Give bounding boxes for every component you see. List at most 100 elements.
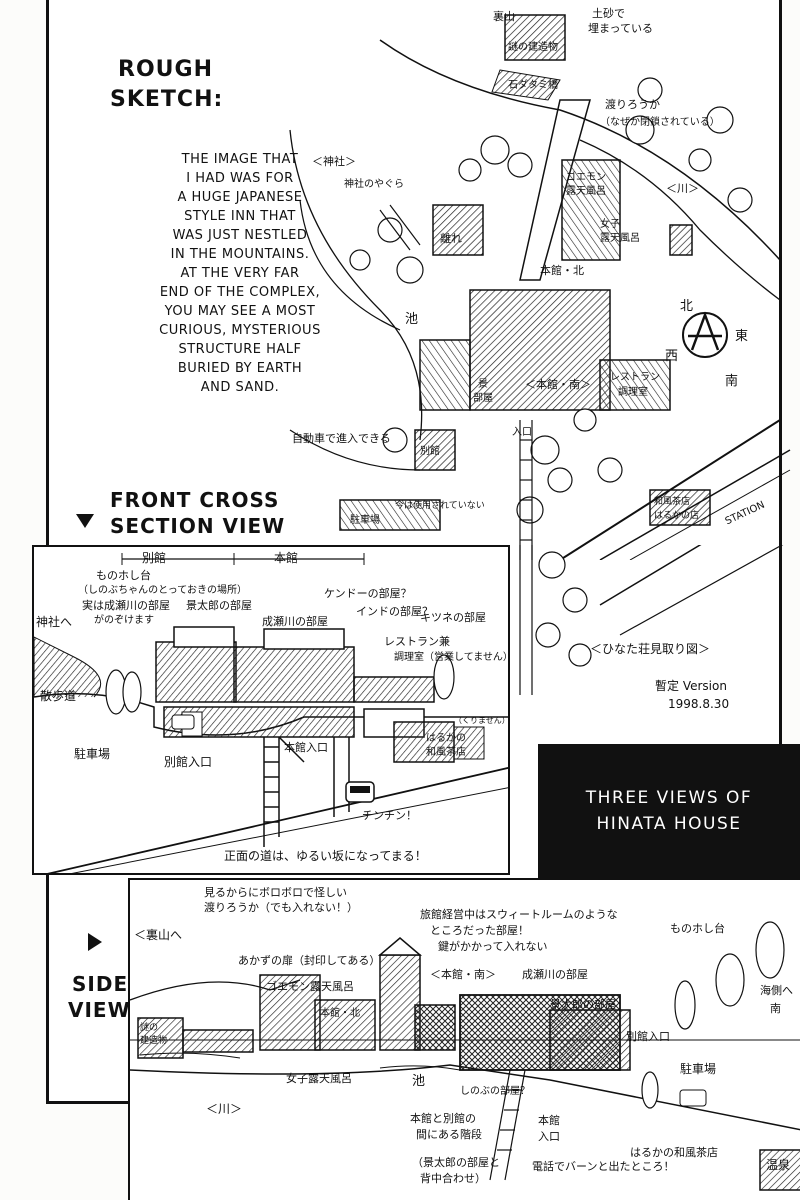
front-label-naru-room-2: がのぞけます: [94, 615, 154, 626]
side-label-suite-note-3: 鍵がかかって入れない: [438, 940, 548, 953]
map-label-goemon-1: ゴエモン: [566, 172, 606, 183]
side-label-main-entrance-2: 入口: [538, 1130, 560, 1143]
side-label-keitaro-room: 景太郎の部屋: [550, 998, 616, 1011]
map-label-pond: 池: [405, 312, 419, 327]
front-label-main-entrance: 本館入口: [284, 741, 328, 754]
side-label-sealed-door: あかずの扉（封印してある）: [238, 954, 381, 967]
map-label-betsukan: 別館: [420, 446, 440, 457]
front-label-naru-room-1: 実は成瀬川の部屋: [82, 599, 170, 612]
side-label-keitaro-note-2: 背中合わせ）: [420, 1172, 486, 1185]
description-line: I HAD WAS FOR: [186, 171, 294, 186]
triangle-right-icon: [88, 933, 102, 951]
rough-sketch-map: [289, 14, 791, 560]
side-label-women-bath: 女子露天風呂: [286, 1072, 352, 1085]
description-line: CURIOUS, MYSTERIOUS: [159, 323, 321, 338]
map-label-room-2: 部屋: [473, 393, 493, 404]
description-line: STRUCTURE HALF: [178, 342, 302, 357]
side-label-suite-note-1: 旅館経営中はスウィートルームのような: [420, 908, 618, 921]
map-label-restaurant-1: レストラン: [610, 372, 660, 383]
heading-rough-2: SKETCH:: [110, 87, 224, 112]
map-label-parking: 駐車場: [350, 515, 380, 526]
map-label-women-bath-1: 女子: [600, 219, 620, 230]
side-label-to-urayama: ＜裏山へ: [134, 928, 183, 942]
side-label-river: ＜川＞: [206, 1102, 243, 1116]
side-label-keitaro-note-1: （景太郎の部屋と: [412, 1156, 500, 1169]
map-label-suspension-bridge: 渡りろうか: [605, 98, 660, 111]
description-text: THE IMAGE THAT I HAD WAS FOR A HUGE JAPA…: [140, 150, 340, 397]
description-line: A HUGE JAPANESE: [177, 190, 303, 205]
front-section-art: [34, 553, 508, 873]
map-label-buried-note-1: 土砂で: [592, 7, 625, 20]
front-label-restaurant-2: 調理室（営業してません）: [394, 652, 510, 663]
side-label-annex-entrance: 別館入口: [626, 1030, 670, 1043]
side-label-parking: 駐車場: [680, 1062, 717, 1076]
front-label-annex-entrance: 別館入口: [164, 755, 213, 769]
front-label-walkway: 散歩道: [40, 689, 77, 703]
front-label-parking: 駐車場: [74, 747, 111, 761]
side-label-stairs-note-1: 本館と別館の: [410, 1112, 476, 1125]
map-label-bridge-note: （なぜか閉鎖されている）: [600, 117, 720, 128]
compass-north: 北: [680, 299, 694, 314]
side-label-bridge-note-1: 見るからにボロボロで怪しい: [204, 886, 347, 899]
front-label-tram: チンチン！: [362, 809, 417, 822]
front-label-betsukan: 別館: [142, 551, 167, 565]
side-label-mystery-1: 謎の: [140, 1023, 159, 1033]
side-label-naru-room: 成瀬川の部屋: [522, 968, 588, 981]
side-label-phone-note: 電話でバーンと出たところ！: [532, 1160, 675, 1173]
description-line: AND SAND.: [200, 380, 280, 395]
side-label-main-entrance-1: 本館: [538, 1114, 560, 1127]
description-line: AT THE VERY FAR: [180, 266, 300, 281]
map-label-annex: 離れ: [440, 232, 462, 245]
map-label-shrine: ＜神社＞: [312, 155, 356, 168]
map-label-to-shrine: 神社のやぐら: [344, 179, 404, 190]
side-label-haruka-shop: はるかの和風茶店: [630, 1146, 718, 1159]
map-label-buried-structure: 謎の建造物: [508, 42, 558, 53]
map-label-restaurant-2: 調理室: [618, 387, 648, 398]
side-label-main-north: 本館・北: [320, 1008, 360, 1019]
front-label-slope-note: 正面の道は、ゆるい坂になってまる！: [224, 849, 427, 863]
map-lower-art: [519, 545, 784, 695]
map-label-urayama: 裏山: [493, 10, 515, 23]
side-label-to-seaside-2: 南: [770, 1002, 781, 1015]
side-label-pond: 池: [412, 1074, 426, 1089]
map-label-entrance: 入口: [512, 427, 532, 438]
front-label-kendo-room: ケンドーの部屋？: [324, 587, 412, 600]
map-label-goemon-2: 露天風呂: [566, 186, 606, 197]
map-label-parking-note: 今は使用されていない: [395, 501, 485, 511]
side-label-to-seaside-1: 海側へ: [760, 984, 793, 997]
caption-box: THREE VIEWS OF HINATA HOUSE: [538, 744, 800, 894]
front-label-haruka-2: 和風茶店: [426, 747, 466, 758]
side-label-goemon-bath: ゴエモン露天風呂: [266, 980, 354, 993]
description-line: THE IMAGE THAT: [181, 152, 299, 167]
front-label-closed: （くりません）: [454, 716, 510, 725]
front-label-india-room: インドの部屋？: [356, 605, 433, 618]
map-label-main-south: ＜本館・南＞: [525, 378, 591, 391]
compass-east: 東: [735, 329, 749, 344]
heading-side-1: SIDE: [72, 972, 129, 996]
map-label-stone-bridge: 石ダタミ橋: [508, 80, 558, 91]
heading-side-2: VIEW:: [68, 998, 140, 1022]
side-label-main-south: ＜本館・南＞: [430, 968, 496, 981]
front-section-panel: 別館 本館 ものホし台 （しのぶちゃんのとっておきの場所） 実は成瀬川の部屋 が…: [32, 545, 510, 875]
side-label-hot-spring: 温泉: [766, 1158, 791, 1172]
side-label-drying-deck: ものホし台: [670, 922, 725, 935]
caption-line-2: HINATA HOUSE: [596, 814, 742, 834]
side-label-suite-note-2: ところだった部屋！: [430, 924, 529, 937]
side-label-mystery-2: 建造物: [140, 1036, 168, 1046]
front-label-naru-room2: 成瀬川の部屋: [262, 615, 328, 628]
description-line: END OF THE COMPLEX,: [159, 285, 321, 300]
heading-front-1: FRONT CROSS: [110, 488, 280, 512]
description-line: IN THE MOUNTAINS.: [170, 247, 310, 262]
description-line: STYLE INN THAT: [184, 209, 296, 224]
description-line: YOU MAY SEE A MOST: [164, 304, 316, 319]
map-title: ＜ひなた荘見取り図＞: [590, 642, 711, 656]
map-tentative: 暫定 Version: [655, 679, 727, 693]
side-label-shinobu-room: しのぶの部屋？: [460, 1086, 530, 1097]
front-label-honkan: 本館: [274, 551, 299, 565]
triangle-down-icon: [76, 514, 94, 528]
map-label-room-1: 景: [478, 379, 488, 390]
map-label-women-bath-2: 露天風呂: [600, 233, 640, 244]
front-label-kitsune-room: キツネの部屋: [420, 611, 486, 624]
side-view-panel: 見るからにボロボロで怪しい 渡りろうか（でも入れない！） ＜裏山へ あかずの扉（…: [128, 878, 800, 1200]
